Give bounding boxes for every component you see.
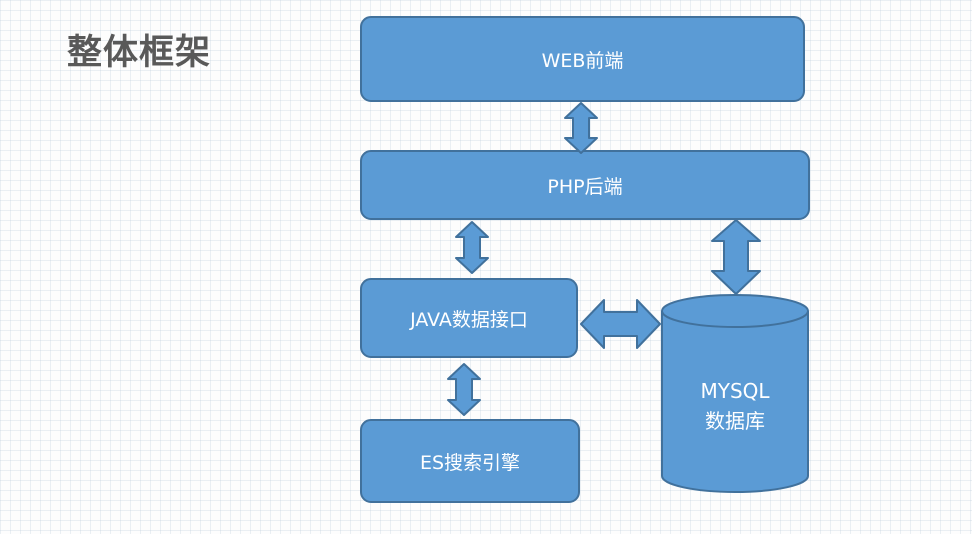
mysql-label-line1: MYSQL xyxy=(700,379,770,403)
php-backend-label: PHP后端 xyxy=(547,175,623,198)
php-java-double-arrow xyxy=(455,221,489,274)
page-title: 整体框架 xyxy=(67,33,212,73)
mysql-database-label: MYSQL 数据库 xyxy=(662,376,808,436)
mysql-label-line2: 数据库 xyxy=(705,409,765,433)
php-backend-node: PHP后端 xyxy=(360,150,810,220)
java-es-double-arrow xyxy=(447,363,481,416)
java-mysql-double-arrow xyxy=(580,299,661,349)
java-data-interface-label: JAVA数据接口 xyxy=(410,308,528,331)
mysql-database-node xyxy=(661,294,809,493)
es-search-engine-node: ES搜索引擎 xyxy=(360,419,580,503)
php-mysql-double-arrow xyxy=(711,219,761,295)
web-frontend-node: WEB前端 xyxy=(360,16,805,102)
java-data-interface-node: JAVA数据接口 xyxy=(360,278,578,358)
es-search-engine-label: ES搜索引擎 xyxy=(419,451,521,474)
web-frontend-label: WEB前端 xyxy=(541,49,624,72)
web-php-double-arrow xyxy=(564,102,598,154)
